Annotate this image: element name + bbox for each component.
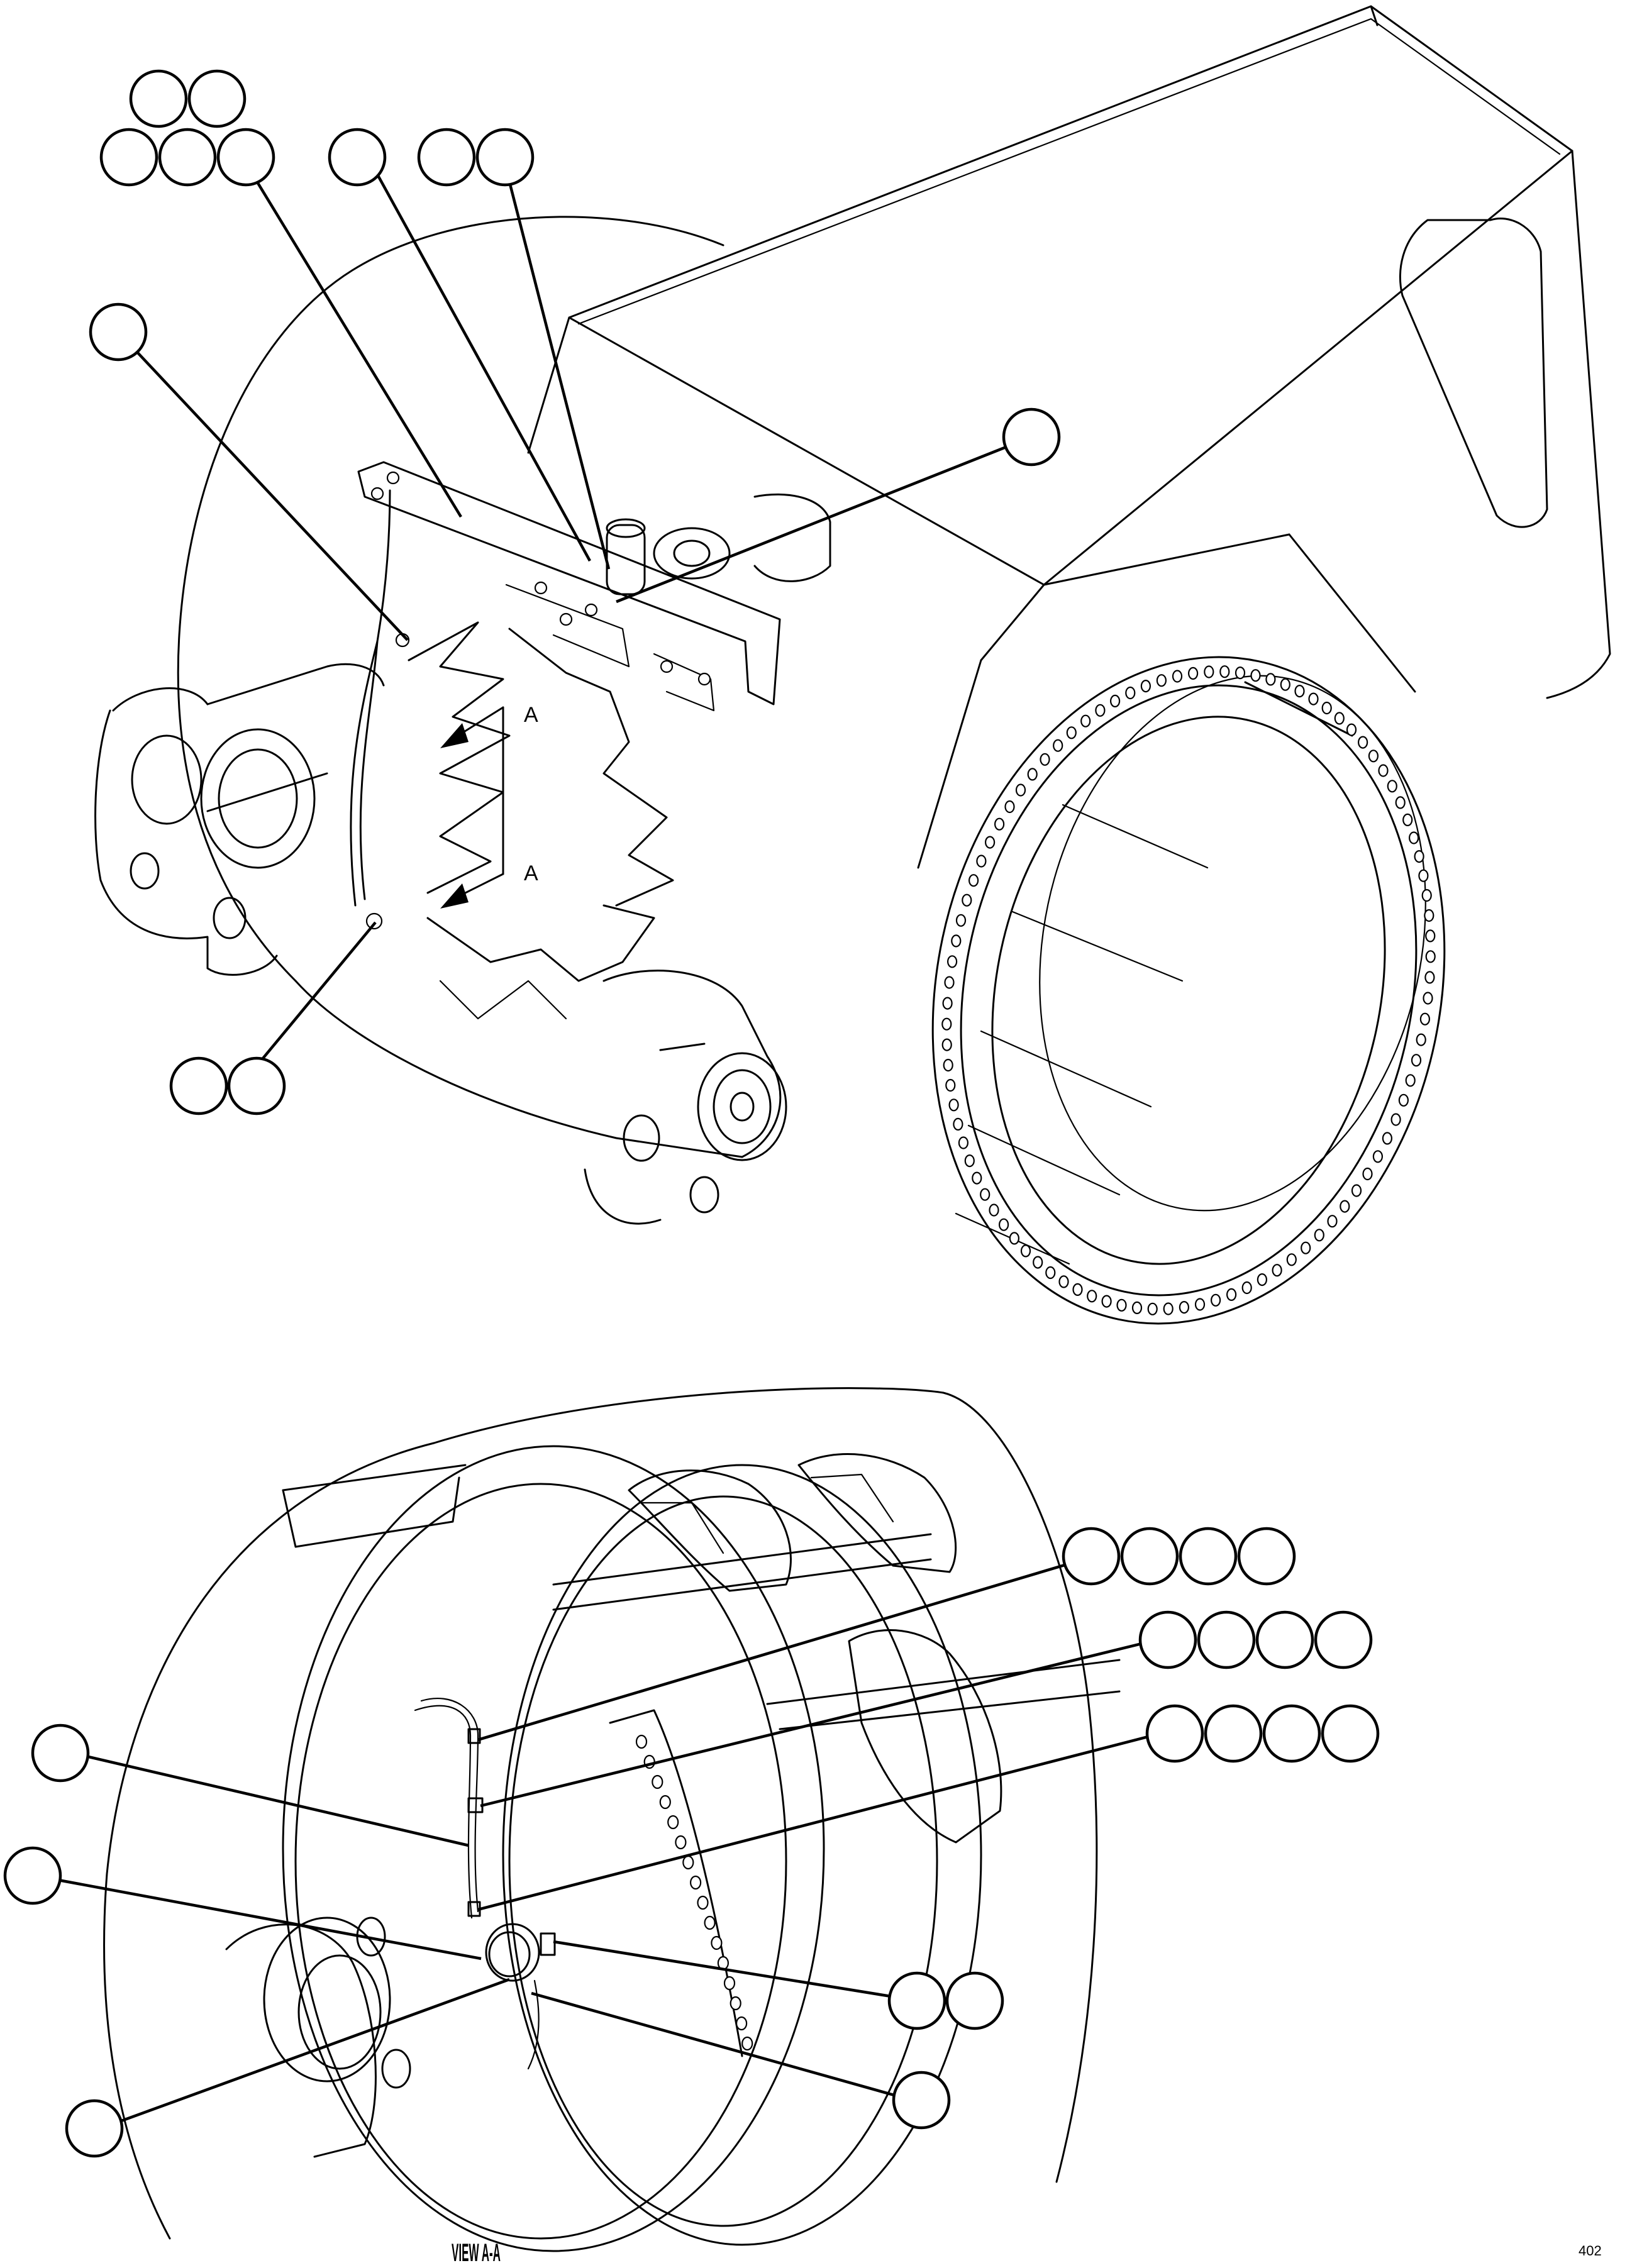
leader-lines <box>34 156 1161 2130</box>
balloon <box>1262 1704 1321 1763</box>
balloon <box>1321 1704 1380 1763</box>
balloon <box>475 128 535 187</box>
balloon <box>129 69 188 128</box>
section-arrow-a: A A <box>440 703 538 909</box>
balloon <box>169 1056 228 1115</box>
balloon <box>1204 1704 1263 1763</box>
balloon <box>1197 1610 1256 1669</box>
section-letter-upper: A <box>524 703 538 727</box>
balloon <box>227 1056 286 1115</box>
balloon <box>216 128 275 187</box>
balloon <box>65 2099 124 2158</box>
balloon <box>1314 1610 1373 1669</box>
balloon <box>3 1846 62 1905</box>
balloon <box>1237 1527 1296 1586</box>
balloon <box>1062 1527 1121 1586</box>
balloon <box>89 302 148 362</box>
flange-bolt-holes <box>941 665 1436 1315</box>
balloon <box>945 1971 1004 2030</box>
reference-balloons <box>3 69 1380 2158</box>
drawing-id: 402 <box>1579 2243 1602 2259</box>
balloon <box>187 69 247 128</box>
balloon <box>1145 1704 1204 1763</box>
balloon <box>31 1723 90 1783</box>
balloon <box>99 128 158 187</box>
axle-housing-top-view: A A <box>94 5 1611 1325</box>
balloon <box>1179 1527 1238 1586</box>
balloon <box>1255 1610 1314 1669</box>
balloon <box>417 128 476 187</box>
view-caption: VIEW A-A <box>452 2239 501 2267</box>
view-a-a-cross-section <box>103 1387 1121 2252</box>
balloon <box>892 2071 951 2130</box>
perforation-holes <box>635 1734 753 2051</box>
balloon <box>887 1971 946 2030</box>
balloon <box>1120 1527 1179 1586</box>
balloon <box>1138 1610 1197 1669</box>
section-letter-lower: A <box>524 861 538 885</box>
balloon <box>158 128 217 187</box>
balloon <box>328 128 387 187</box>
balloon <box>1002 407 1061 467</box>
